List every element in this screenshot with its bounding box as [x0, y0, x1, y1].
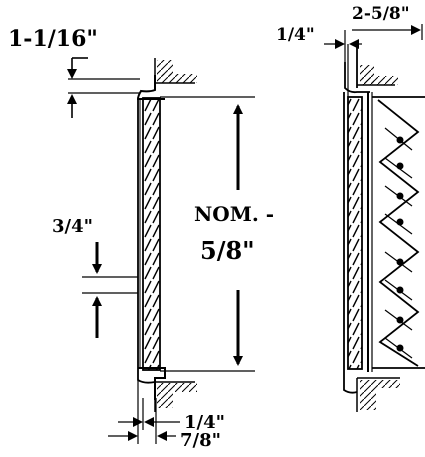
- nominal-label-line2: 5/8": [200, 236, 255, 265]
- bottom-gap-label: 1/4": [184, 412, 225, 433]
- side-gap-label: 1/4": [276, 25, 315, 45]
- top-gap-dimension: 1-1/16": [8, 26, 140, 118]
- right-bottom-wall: [343, 372, 400, 412]
- nominal-dimension: NOM. - 5/8": [160, 96, 274, 372]
- bottom-gap-dimension: 1/4" 7/8": [108, 380, 225, 451]
- mid-gap-dimension: 3/4": [52, 216, 138, 338]
- top-gap-label: 1-1/16": [8, 26, 98, 52]
- bottom-wall: [137, 367, 197, 412]
- insulation-cavity: [372, 96, 425, 369]
- frame-width-label: 2-5/8": [352, 4, 410, 24]
- right-top-wall: [344, 42, 398, 94]
- top-wall: [136, 58, 197, 100]
- glass-panel: [137, 97, 161, 371]
- left-section: 1-1/16" 3/4" NOM. - 5/8": [8, 26, 274, 451]
- right-section: 1/4" 2-5/8": [276, 4, 425, 412]
- mid-gap-label: 3/4": [52, 216, 93, 237]
- right-top-dimensions: 1/4" 2-5/8": [276, 4, 423, 97]
- bottom-width-label: 7/8": [180, 430, 221, 451]
- nominal-label-line1: NOM. -: [194, 202, 274, 226]
- right-glass-panel: [343, 92, 373, 372]
